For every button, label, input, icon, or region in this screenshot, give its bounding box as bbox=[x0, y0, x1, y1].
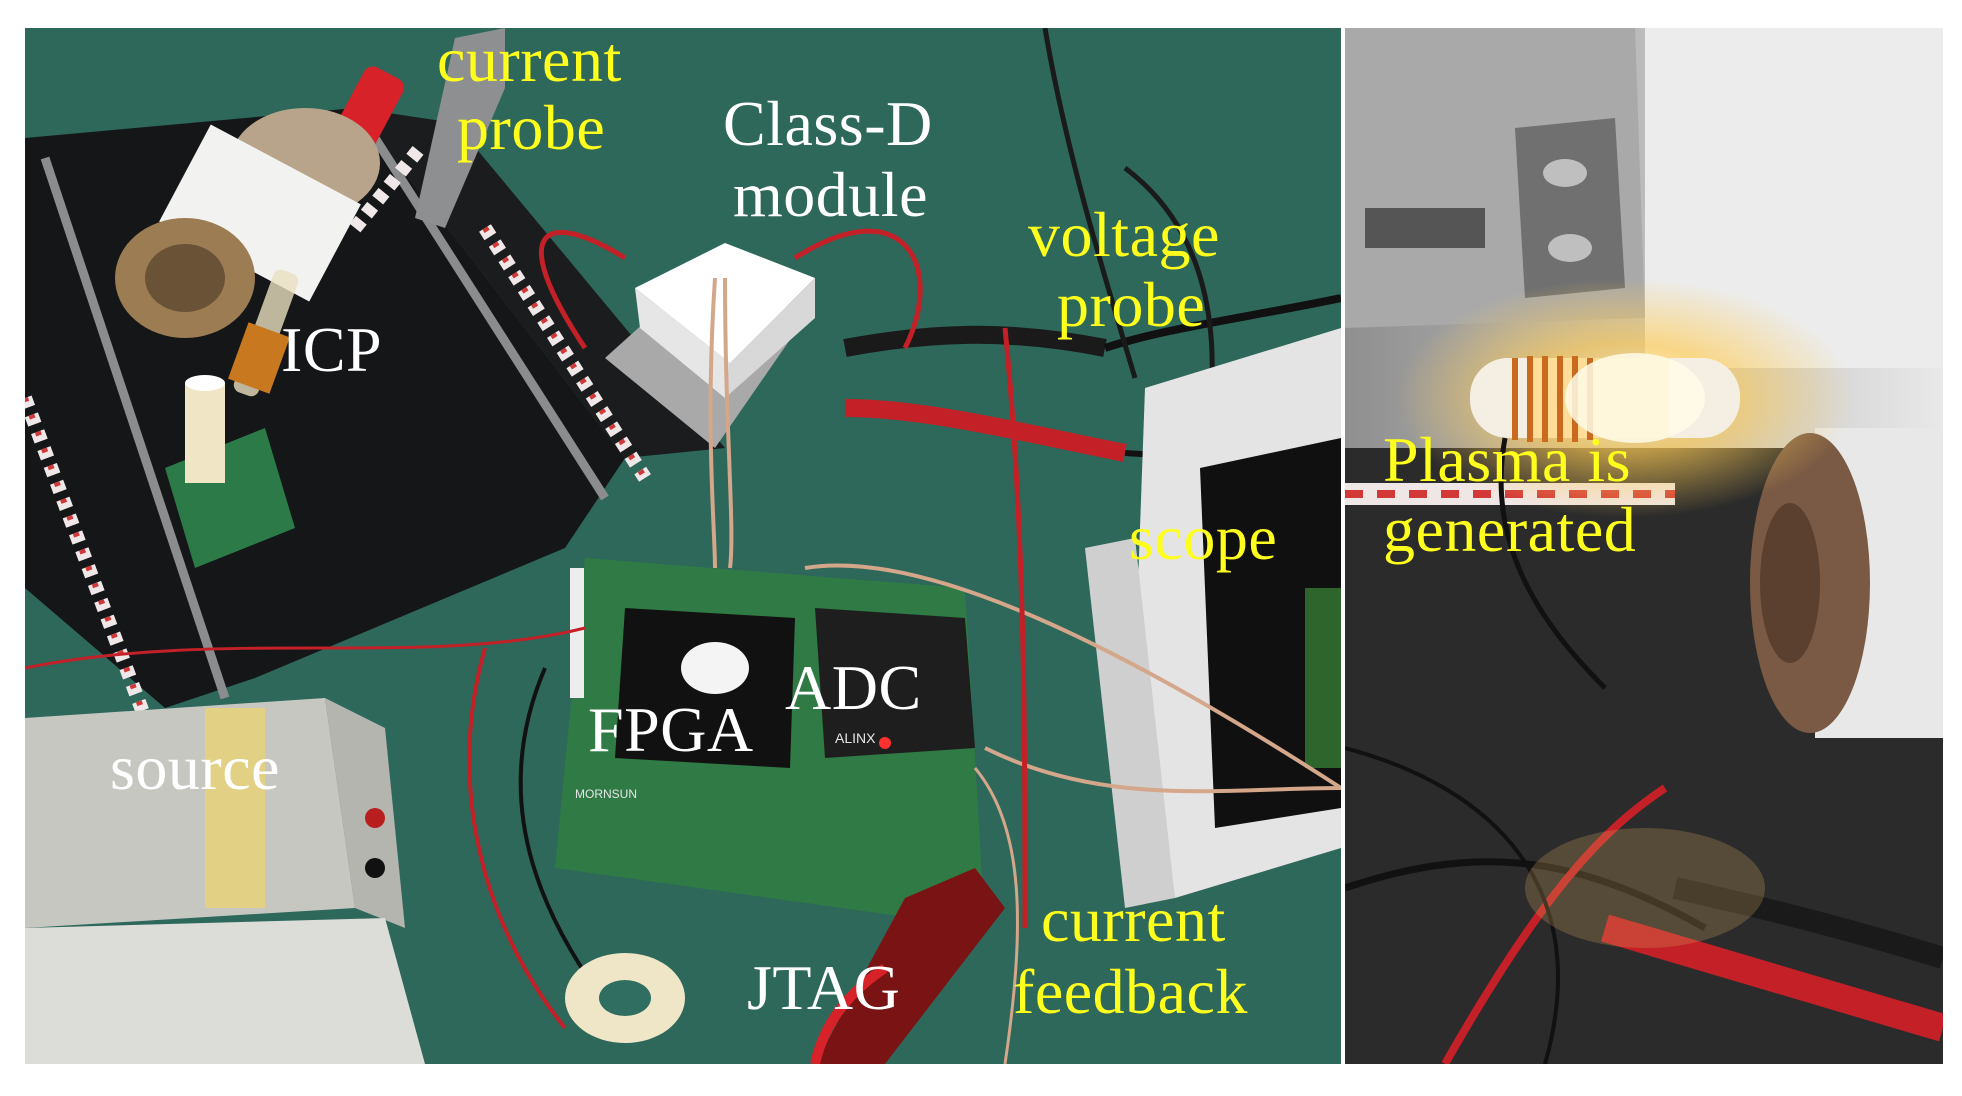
label-current-probe-line2: probe bbox=[457, 92, 606, 163]
toroid-sensor bbox=[565, 953, 685, 1043]
right-photo-panel: Plasma is generated bbox=[1345, 28, 1943, 1064]
fpga-cables bbox=[25, 277, 1341, 1064]
label-scope: scope bbox=[1129, 502, 1278, 573]
label-voltage-probe-line2: probe bbox=[1057, 269, 1206, 340]
driver-board bbox=[165, 375, 295, 568]
power-source-device bbox=[25, 698, 425, 1064]
label-icp: ICP bbox=[281, 314, 383, 385]
current-probe-device bbox=[415, 28, 505, 228]
vacuum-capacitor bbox=[115, 66, 405, 338]
label-voltage-probe-line1: voltage bbox=[1028, 199, 1220, 270]
lab-bench-scene: ALINX MORNSUN bbox=[25, 28, 1341, 1064]
label-class-d-line2: module bbox=[733, 159, 928, 230]
label-source: source bbox=[110, 732, 281, 803]
label-plasma-line2: generated bbox=[1383, 494, 1637, 565]
label-jtag: JTAG bbox=[747, 952, 901, 1023]
fpga-board-device: ALINX MORNSUN bbox=[555, 558, 985, 928]
label-class-d-line1: Class-D bbox=[723, 88, 933, 159]
label-current-feedback-line1: current bbox=[1041, 884, 1226, 955]
icp-coil bbox=[228, 269, 299, 397]
label-adc: ADC bbox=[785, 652, 922, 723]
jtag-device bbox=[810, 868, 1005, 1064]
label-fpga: FPGA bbox=[588, 694, 754, 765]
alinx-mark: ALINX bbox=[835, 730, 876, 746]
probe-wires bbox=[1345, 437, 1943, 1064]
label-plasma-line1: Plasma is bbox=[1383, 424, 1632, 495]
label-current-probe-line1: current bbox=[437, 28, 622, 95]
plasma-scene bbox=[1345, 28, 1943, 1064]
capacitor-electrode bbox=[1750, 428, 1943, 738]
left-photo-panel: ALINX MORNSUN bbox=[25, 28, 1341, 1064]
mornsun-mark: MORNSUN bbox=[575, 787, 637, 801]
label-current-feedback-line2: feedback bbox=[1013, 956, 1248, 1027]
plasma-tube bbox=[1395, 278, 1855, 518]
